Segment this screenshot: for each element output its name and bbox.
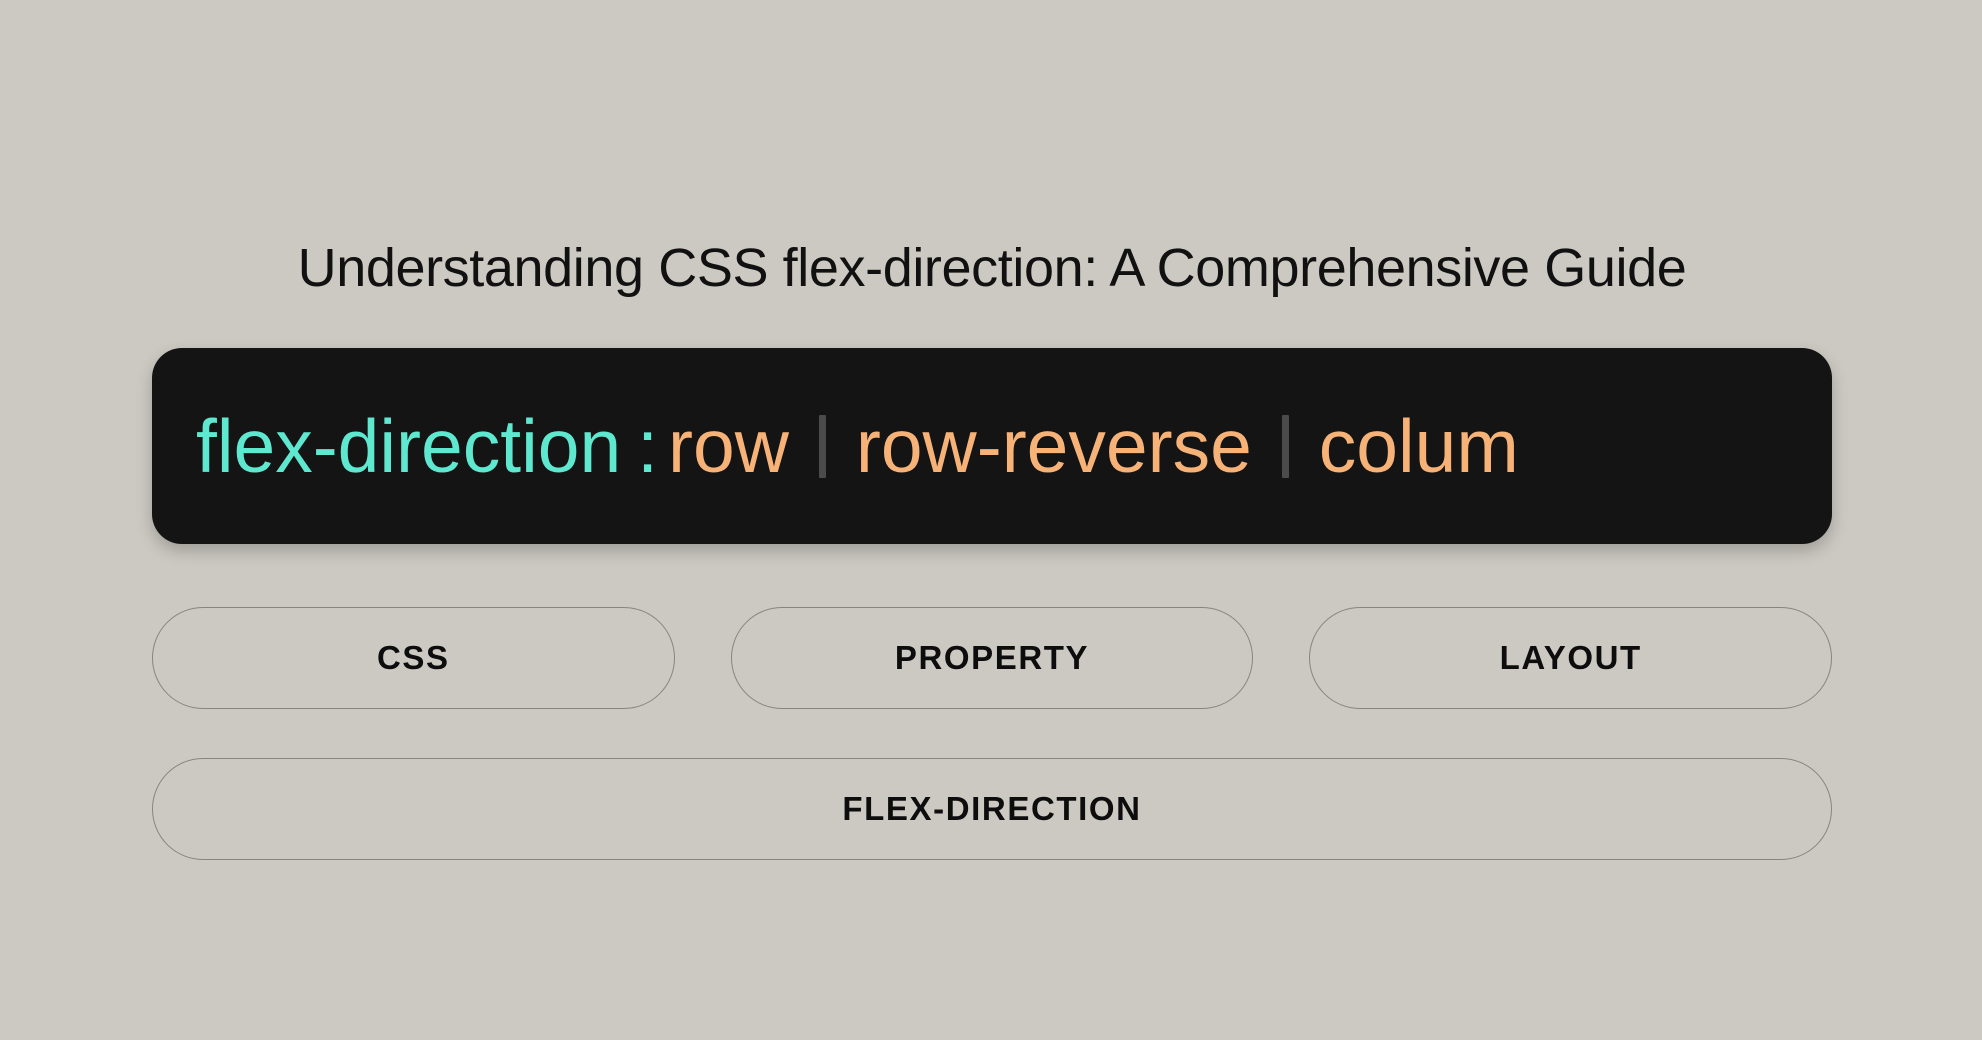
tag-pill-flex-direction[interactable]: FLEX-DIRECTION — [152, 758, 1832, 860]
css-colon: : — [637, 403, 659, 488]
css-value-row-reverse: row-reverse — [855, 403, 1252, 488]
tag-label: FLEX-DIRECTION — [842, 790, 1142, 827]
value-separator-icon — [818, 414, 826, 478]
css-value-row: row — [668, 403, 789, 488]
tag-label: CSS — [377, 639, 450, 676]
css-value-column: colum — [1318, 403, 1519, 488]
value-separator-icon — [1281, 414, 1289, 478]
tag-pill-css[interactable]: CSS — [152, 607, 675, 709]
tag-row: CSS PROPERTY LAYOUT — [152, 607, 1833, 709]
syntax-code-bar: flex-direction : row row-reverse colum — [152, 348, 1832, 544]
css-property-name: flex-direction — [196, 403, 622, 488]
tag-pill-property[interactable]: PROPERTY — [730, 607, 1254, 709]
page-title: Understanding CSS flex-direction: A Comp… — [297, 238, 1687, 299]
tag-label: LAYOUT — [1499, 639, 1642, 676]
tag-label: PROPERTY — [894, 639, 1090, 676]
code-line: flex-direction : row row-reverse colum — [196, 348, 1523, 544]
tag-pill-layout[interactable]: LAYOUT — [1309, 607, 1833, 709]
